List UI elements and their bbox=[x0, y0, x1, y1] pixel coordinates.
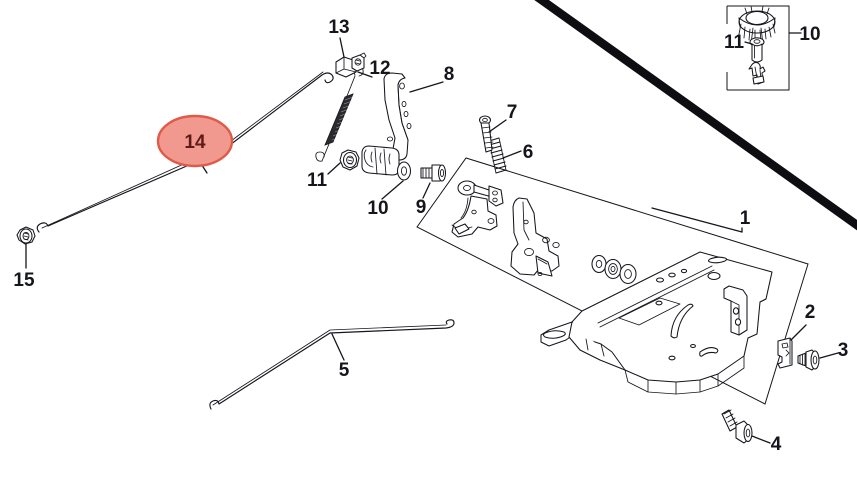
detail-push-rivet bbox=[749, 37, 765, 63]
roller-bracket bbox=[451, 180, 504, 238]
part-8-pivot-arm-bracket bbox=[361, 72, 412, 176]
part-15-lower-lock-nut bbox=[16, 226, 36, 245]
leader-1 bbox=[651, 207, 743, 233]
part-12-extension-spring bbox=[315, 66, 364, 162]
callout-1: 1 bbox=[740, 208, 751, 229]
inset-detail-box-10-11 bbox=[726, 5, 790, 91]
part-6-compression-spring bbox=[488, 137, 507, 174]
callout-4: 4 bbox=[771, 434, 782, 455]
leader-lines bbox=[25, 32, 839, 444]
detail-gear-wheel bbox=[738, 5, 776, 45]
highlight-ellipse-14[interactable]: 14 bbox=[156, 114, 234, 168]
callout-13: 13 bbox=[328, 17, 349, 38]
callout-11: 11 bbox=[307, 170, 328, 191]
leader-13 bbox=[339, 37, 345, 58]
callout-2: 2 bbox=[805, 302, 816, 323]
inner-subassembly-linkage bbox=[451, 180, 637, 285]
callout-3: 3 bbox=[838, 340, 849, 361]
leader-11 bbox=[327, 162, 341, 175]
leader-7 bbox=[488, 119, 507, 133]
part-3-flange-bolt bbox=[797, 349, 820, 371]
part-11-lock-nut bbox=[339, 149, 360, 171]
leader-2 bbox=[790, 324, 807, 341]
leader-5 bbox=[331, 333, 345, 361]
callout-6: 6 bbox=[523, 142, 534, 163]
part-13-cable-clamp bbox=[335, 52, 367, 78]
leader-12 bbox=[357, 71, 373, 78]
callout-7: 7 bbox=[507, 102, 518, 123]
highlight-ellipse-shape bbox=[156, 114, 234, 168]
callout-detail-11: 11 bbox=[724, 32, 745, 53]
detail-spring-clip bbox=[748, 61, 766, 85]
washer-stack bbox=[591, 254, 637, 285]
callout-9: 9 bbox=[416, 197, 427, 218]
part-10-flat-washer bbox=[396, 161, 412, 181]
leader-6 bbox=[502, 150, 522, 159]
callout-8: 8 bbox=[444, 64, 455, 85]
background-diagonal-band bbox=[534, 0, 857, 231]
part-5-lower-control-rod bbox=[209, 319, 455, 410]
leader-detail-11 bbox=[744, 41, 753, 45]
part-4-hex-flange-bolt bbox=[721, 409, 753, 444]
callout-15: 15 bbox=[13, 270, 35, 291]
callout-10: 10 bbox=[367, 198, 388, 219]
callout-numbers: 1 2 3 4 5 6 7 8 9 10 11 12 13 15 10 11 bbox=[13, 17, 848, 455]
part-1-main-frame-plate bbox=[540, 251, 773, 395]
leader-9 bbox=[422, 182, 431, 199]
part-2-retaining-clip bbox=[777, 337, 793, 369]
cam-lever-plate bbox=[510, 197, 560, 277]
leader-4 bbox=[751, 435, 771, 444]
callout-14: 14 bbox=[184, 132, 206, 153]
part-7-shoulder-bolt bbox=[478, 115, 494, 153]
leader-8 bbox=[409, 81, 444, 93]
callout-5: 5 bbox=[339, 360, 350, 381]
leader-10 bbox=[381, 180, 404, 200]
callout-12: 12 bbox=[369, 58, 390, 79]
part-9-short-shoulder-bolt bbox=[420, 164, 447, 182]
callout-detail-10: 10 bbox=[799, 24, 820, 45]
leader-3 bbox=[819, 352, 839, 359]
